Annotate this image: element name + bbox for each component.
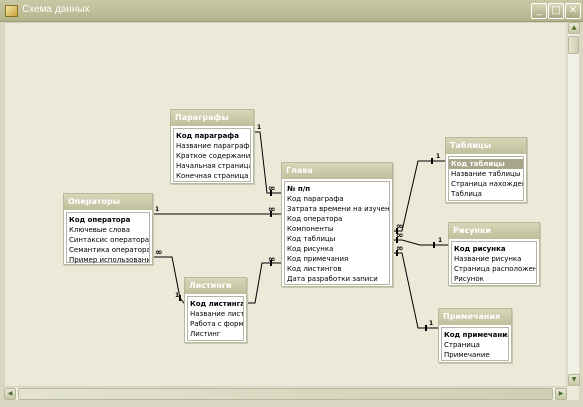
- field-item[interactable]: Рисунок: [454, 275, 484, 283]
- vertical-scroll-thumb[interactable]: [568, 36, 579, 54]
- field-item[interactable]: Название таблицы: [451, 170, 521, 178]
- relation-many-label: ∞: [396, 244, 404, 254]
- field-item[interactable]: № п/п: [287, 185, 311, 193]
- field-item[interactable]: Дата разработки записи: [287, 275, 378, 283]
- vertical-scrollbar[interactable]: ▲ ▼: [567, 22, 580, 387]
- field-item[interactable]: Конечная страница: [176, 172, 249, 180]
- window-frame-bottom: [0, 400, 583, 407]
- field-item[interactable]: Код параграфа: [176, 132, 239, 140]
- field-item[interactable]: Примечание: [444, 351, 490, 359]
- relation-many-label: ∞: [396, 222, 404, 232]
- field-list: Код оператора Ключевые слова Синтаксис о…: [66, 212, 150, 264]
- field-item[interactable]: Название рисунка: [454, 255, 522, 263]
- relation-many-label: ∞: [268, 205, 276, 215]
- field-item[interactable]: Семантика оператора: [69, 246, 149, 254]
- minimize-icon[interactable]: _: [531, 3, 547, 19]
- field-item[interactable]: Таблица: [451, 190, 482, 198]
- table-operators[interactable]: Операторы Код оператора Ключевые слова С…: [63, 193, 153, 265]
- field-item[interactable]: Код рисунка: [287, 245, 334, 253]
- relation-one-label: 1: [257, 124, 262, 131]
- relation-one-label: 1: [175, 292, 180, 299]
- relation-one-label: 1: [155, 206, 160, 213]
- field-item[interactable]: Начальная страница: [176, 162, 250, 170]
- field-item[interactable]: Код таблицы: [287, 235, 336, 243]
- window-title: Схема данных: [22, 4, 90, 15]
- table-title[interactable]: Глава: [282, 163, 392, 179]
- field-item[interactable]: Код примечания: [444, 331, 508, 339]
- field-list: Код листинга Название листи Работа с фор…: [187, 296, 244, 341]
- horizontal-scrollbar[interactable]: ◀ ▶: [4, 387, 567, 400]
- field-item[interactable]: Код параграфа: [287, 195, 344, 203]
- window-frame-right: [579, 22, 583, 400]
- resize-grip[interactable]: [567, 387, 579, 400]
- field-item[interactable]: Листинг: [190, 330, 221, 338]
- relation-chapter-tables: [393, 160, 445, 232]
- horizontal-scroll-thumb[interactable]: [18, 388, 553, 400]
- field-list: Код таблицы Название таблицы Страница на…: [448, 156, 524, 201]
- table-notes[interactable]: Примечания Код примечания Страница Приме…: [438, 308, 512, 363]
- table-title[interactable]: Примечания: [439, 309, 511, 325]
- relation-many-label: ∞: [396, 231, 404, 241]
- table-title[interactable]: Операторы: [64, 194, 152, 210]
- field-item[interactable]: Код листингов: [287, 265, 342, 273]
- relation-chapter-notes: [393, 252, 438, 329]
- relation-one-label: 1: [438, 237, 443, 244]
- field-item[interactable]: Код таблицы: [449, 159, 523, 169]
- field-item[interactable]: Затрата времени на изучение: [287, 205, 389, 213]
- scroll-right-icon[interactable]: ▶: [555, 388, 567, 400]
- relation-many-label: ∞: [268, 184, 276, 194]
- table-title[interactable]: Таблицы: [446, 138, 526, 154]
- title-bar[interactable]: Схема данных _ □ ✕: [0, 0, 583, 22]
- field-list: Код примечания Страница Примечание: [441, 327, 509, 361]
- table-figures[interactable]: Рисунки Код рисунка Название рисунка Стр…: [448, 222, 540, 286]
- relationships-app-icon: [5, 5, 18, 17]
- scroll-up-icon[interactable]: ▲: [568, 22, 580, 34]
- field-item[interactable]: Код оператора: [69, 216, 131, 224]
- table-paragraphs[interactable]: Параграфы Код параграфа Название парагра…: [170, 109, 254, 184]
- field-item[interactable]: Компоненты: [287, 225, 334, 233]
- field-list: № п/п Код параграфа Затрата времени на и…: [284, 181, 390, 285]
- field-list: Код рисунка Название рисунка Страница ра…: [451, 241, 537, 284]
- scroll-left-icon[interactable]: ◀: [4, 388, 16, 400]
- field-item[interactable]: Название параграфа: [176, 142, 250, 150]
- relation-many-label: ∞: [155, 248, 163, 258]
- field-item[interactable]: Пример использования: [69, 256, 149, 264]
- table-tables[interactable]: Таблицы Код таблицы Название таблицы Стр…: [445, 137, 527, 203]
- field-item[interactable]: Код листинга: [190, 300, 243, 308]
- table-listings[interactable]: Листинги Код листинга Название листи Раб…: [184, 277, 247, 343]
- field-item[interactable]: Ключевые слова: [69, 226, 130, 234]
- field-item[interactable]: Страница нахождения: [451, 180, 523, 188]
- relation-one-label: 1: [436, 153, 441, 160]
- field-item[interactable]: Страница: [444, 341, 480, 349]
- field-item[interactable]: Код рисунка: [454, 245, 506, 253]
- relation-one-label: 1: [429, 320, 434, 327]
- maximize-icon[interactable]: □: [548, 3, 564, 19]
- field-list: Код параграфа Название параграфа Краткое…: [173, 128, 251, 182]
- field-item[interactable]: Краткое содержание: [176, 152, 250, 160]
- scroll-down-icon[interactable]: ▼: [568, 374, 580, 386]
- window-frame-left: [0, 22, 4, 400]
- relation-paragraphs-chapter: [254, 131, 281, 194]
- field-item[interactable]: Код оператора: [287, 215, 343, 223]
- field-item[interactable]: Работа с формой: [190, 320, 243, 328]
- relation-many-label: ∞: [268, 255, 276, 265]
- table-title[interactable]: Рисунки: [449, 223, 539, 239]
- field-item[interactable]: Название листи: [190, 310, 243, 318]
- table-title[interactable]: Параграфы: [171, 110, 253, 126]
- table-title[interactable]: Листинги: [185, 278, 246, 294]
- field-item[interactable]: Код примечания: [287, 255, 349, 263]
- field-item[interactable]: Синтаксис оператора: [69, 236, 149, 244]
- field-item[interactable]: Страница расположения: [454, 265, 536, 273]
- table-chapter[interactable]: Глава № п/п Код параграфа Затрата времен…: [281, 162, 393, 287]
- close-icon[interactable]: ✕: [565, 3, 581, 19]
